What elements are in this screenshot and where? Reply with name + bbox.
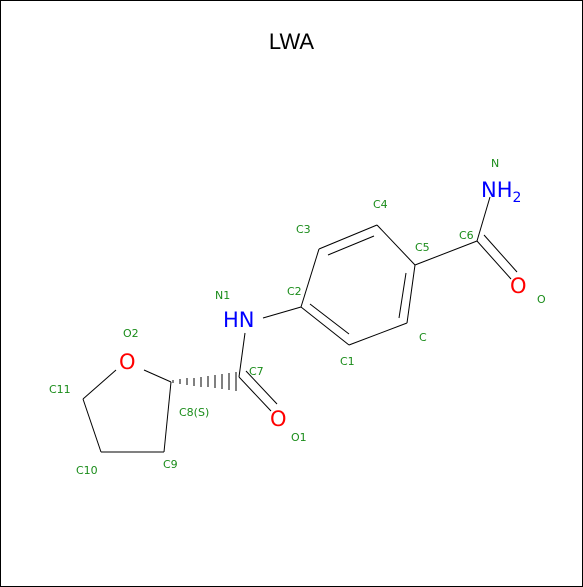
label-c2: C2 — [287, 285, 302, 298]
bond-c10-c11 — [82, 398, 102, 453]
bond-n1-c7 — [238, 332, 246, 378]
primary-amide — [414, 196, 518, 280]
benzene-ring — [300, 224, 416, 346]
bond-c7-o1-2 — [245, 370, 278, 405]
aromatic-inner-c3-c4 — [327, 235, 375, 256]
label-c7: C7 — [249, 365, 264, 378]
bond-c2-c3 — [300, 248, 320, 308]
label-c11: C11 — [49, 383, 71, 396]
bond-c2-n1 — [262, 306, 302, 319]
label-c: C — [419, 331, 427, 344]
bond-c6-n — [476, 196, 491, 242]
bond-c7-o1-1 — [238, 376, 272, 412]
nh2-symbol: NH2 — [481, 178, 521, 206]
label-c6: C6 — [459, 229, 474, 242]
bond-c11-o2 — [82, 369, 117, 400]
ring-oxygen: O — [119, 350, 136, 374]
thf-ring — [82, 369, 172, 453]
bond-c-c1 — [348, 322, 408, 346]
bond-c8-c9 — [163, 381, 172, 453]
label-n: N — [491, 157, 499, 170]
bond-o2-c8 — [143, 369, 172, 383]
label-c9: C9 — [163, 458, 178, 471]
amide-oxygen-bottom: O — [270, 407, 287, 431]
nh-symbol: HN — [223, 308, 255, 332]
bond-c1-c2 — [300, 306, 350, 346]
label-n1: N1 — [215, 289, 230, 302]
aromatic-inner-c1-c2 — [309, 303, 350, 335]
secondary-amide — [238, 306, 302, 412]
aromatic-inner-c5-c — [398, 272, 407, 319]
amide-oxygen-top: O — [510, 274, 527, 298]
label-c5: C5 — [415, 241, 430, 254]
label-o: O — [537, 293, 546, 306]
label-c3: C3 — [296, 223, 311, 236]
label-c1: C1 — [340, 355, 355, 368]
bond-c4-c5 — [376, 224, 416, 266]
label-o1: O1 — [291, 431, 307, 444]
label-c10: C10 — [76, 464, 98, 477]
bond-c3-c4 — [318, 224, 378, 250]
bond-c6-o-1 — [476, 240, 512, 280]
bond-c6-o-2 — [483, 234, 518, 273]
label-o2: O2 — [123, 327, 139, 340]
label-c4: C4 — [373, 198, 388, 211]
stereo-hash-bond — [172, 372, 237, 391]
molecule-title: LWA — [268, 29, 315, 54]
label-c8: C8(S) — [179, 406, 209, 419]
bond-c5-c — [406, 264, 416, 324]
bond-c5-c6 — [414, 240, 478, 266]
